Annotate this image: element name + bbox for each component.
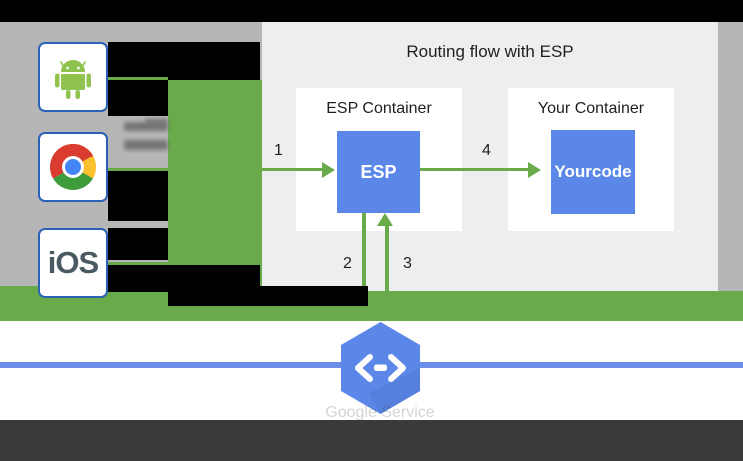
occlusion-band-bottom [0,420,743,461]
obscured-text-fragment [145,119,168,124]
logo-caption-line1: Google Service [325,404,435,421]
arrow-3-line [385,226,389,308]
your-container-label: Your Container [537,100,645,117]
arrow-2-line [362,213,366,308]
ios-client-tile: iOS [38,228,108,298]
diagram-title: Routing flow with ESP [406,42,574,61]
connector-chrome [108,168,170,171]
arrow-3-number: 3 [403,255,412,272]
obscured-text-fragment [124,140,168,150]
occlusion-block [108,171,168,221]
esp-node: ESP [337,131,420,213]
hexagon-code-icon [341,322,420,414]
arrow-3-head [377,213,393,226]
your-code-node: Your code [551,130,635,214]
obscured-text-fragment [124,122,168,131]
chrome-icon [50,144,96,190]
your-code-line1: Your [554,162,592,182]
right-edge-gray-strip [718,22,743,291]
occlusion-block [108,80,168,116]
occlusion-block [108,42,260,77]
connector-ios [108,262,170,265]
arrow-4-line [420,168,530,171]
arrow-1-line [262,168,324,171]
occlusion-block [108,228,168,260]
chrome-client-tile [38,132,108,202]
ios-label: iOS [47,245,99,280]
arrow-1-head [322,162,335,178]
arrow-4-number: 4 [482,142,491,159]
arrow-2-number: 2 [343,255,352,272]
green-connector-block [168,80,280,286]
android-client-tile [38,42,108,112]
service-control-logo [339,321,422,415]
your-code-line2: code [591,162,632,182]
connector-android [108,77,170,80]
arrow-4-head [528,162,541,178]
occlusion-block [168,286,368,306]
esp-container-label: ESP Container [326,100,432,117]
android-icon [55,60,91,99]
occlusion-band-top [0,0,743,22]
arrow-1-number: 1 [274,142,283,159]
